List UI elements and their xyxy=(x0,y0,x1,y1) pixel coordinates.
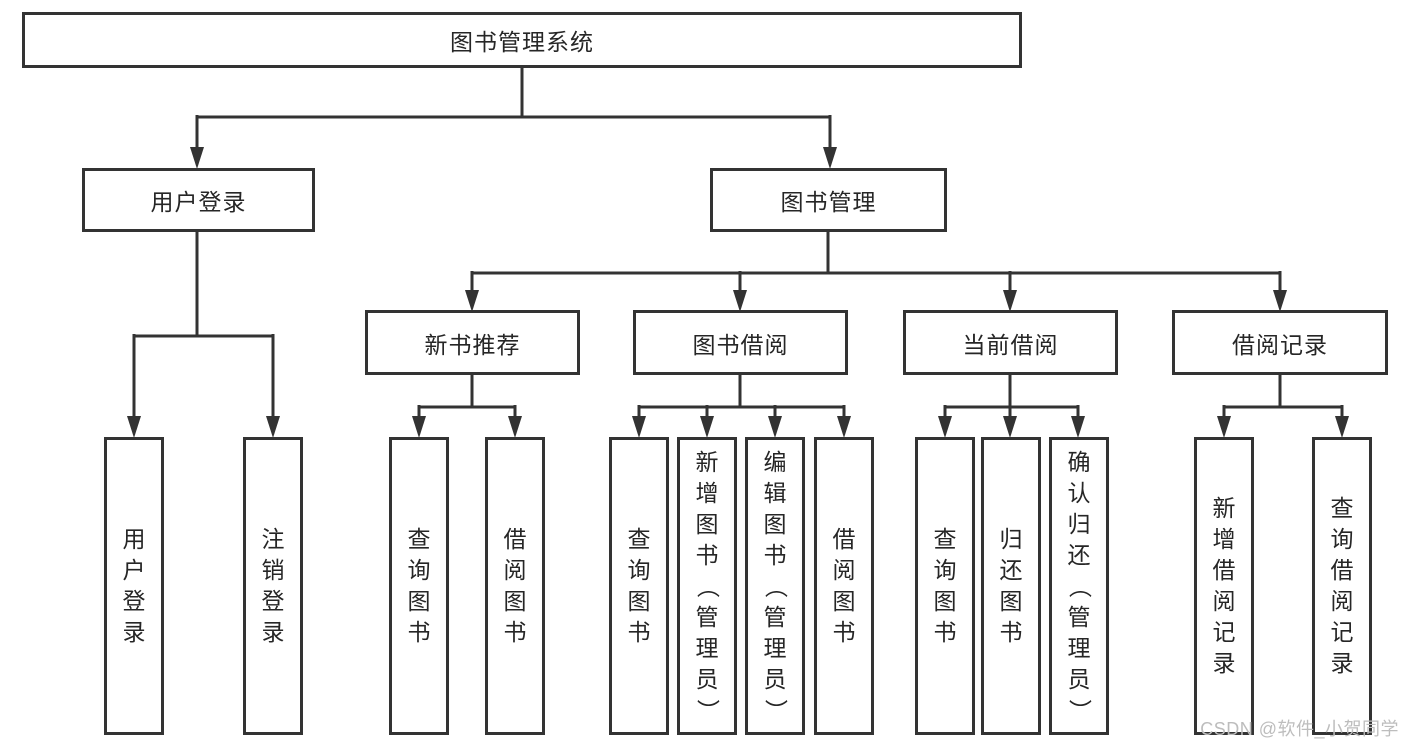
node-label: 查询借阅记录 xyxy=(1330,495,1354,676)
node-label: 注销登录 xyxy=(261,526,285,645)
leaf-add-books-admin: 新增图书（管理员） xyxy=(677,437,737,735)
node-book-borrow: 图书借阅 xyxy=(633,310,848,375)
node-label: 编辑图书（管理员） xyxy=(762,448,789,722)
leaf-user-login: 用户登录 xyxy=(104,437,164,735)
leaf-query-books-current: 查询图书 xyxy=(915,437,975,735)
node-label: 用户登录 xyxy=(150,189,247,215)
node-label: 图书管理系统 xyxy=(450,29,594,55)
csdn-watermark: CSDN @软件_小贺同学 xyxy=(1200,719,1399,739)
leaf-query-books-borrow: 查询图书 xyxy=(609,437,669,735)
node-label: 新增图书（管理员） xyxy=(694,448,721,722)
node-root-system: 图书管理系统 xyxy=(22,12,1022,68)
leaf-query-books-recommend: 查询图书 xyxy=(389,437,449,735)
node-label: 归还图书 xyxy=(999,526,1023,645)
node-label: 查询图书 xyxy=(933,526,957,645)
node-label: 新书推荐 xyxy=(424,331,521,358)
node-label: 用户登录 xyxy=(122,526,146,645)
leaf-logout: 注销登录 xyxy=(243,437,303,735)
node-label: 借阅记录 xyxy=(1232,331,1328,358)
node-new-book-recommend: 新书推荐 xyxy=(365,310,580,375)
node-label: 图书管理 xyxy=(780,189,877,215)
node-user-login: 用户登录 xyxy=(82,168,315,232)
leaf-edit-books-admin: 编辑图书（管理员） xyxy=(745,437,805,735)
node-label: 查询图书 xyxy=(627,526,651,645)
node-label: 确认归还（管理员） xyxy=(1066,448,1093,722)
arrowheads xyxy=(127,147,1349,438)
node-label: 借阅图书 xyxy=(503,526,527,645)
leaf-add-borrow-record: 新增借阅记录 xyxy=(1194,437,1254,735)
node-current-borrow: 当前借阅 xyxy=(903,310,1118,375)
node-borrow-records: 借阅记录 xyxy=(1172,310,1388,375)
node-label: 图书借阅 xyxy=(692,331,789,358)
node-label: 查询图书 xyxy=(407,526,431,645)
node-label: 借阅图书 xyxy=(832,526,856,645)
leaf-return-books: 归还图书 xyxy=(981,437,1041,735)
leaf-confirm-return-admin: 确认归还（管理员） xyxy=(1049,437,1109,735)
leaf-query-borrow-record: 查询借阅记录 xyxy=(1312,437,1372,735)
node-label: 新增借阅记录 xyxy=(1212,495,1236,676)
leaf-borrow-books: 借阅图书 xyxy=(814,437,874,735)
leaf-borrow-books-recommend: 借阅图书 xyxy=(485,437,545,735)
node-label: 当前借阅 xyxy=(962,331,1059,358)
node-book-management: 图书管理 xyxy=(710,168,947,232)
